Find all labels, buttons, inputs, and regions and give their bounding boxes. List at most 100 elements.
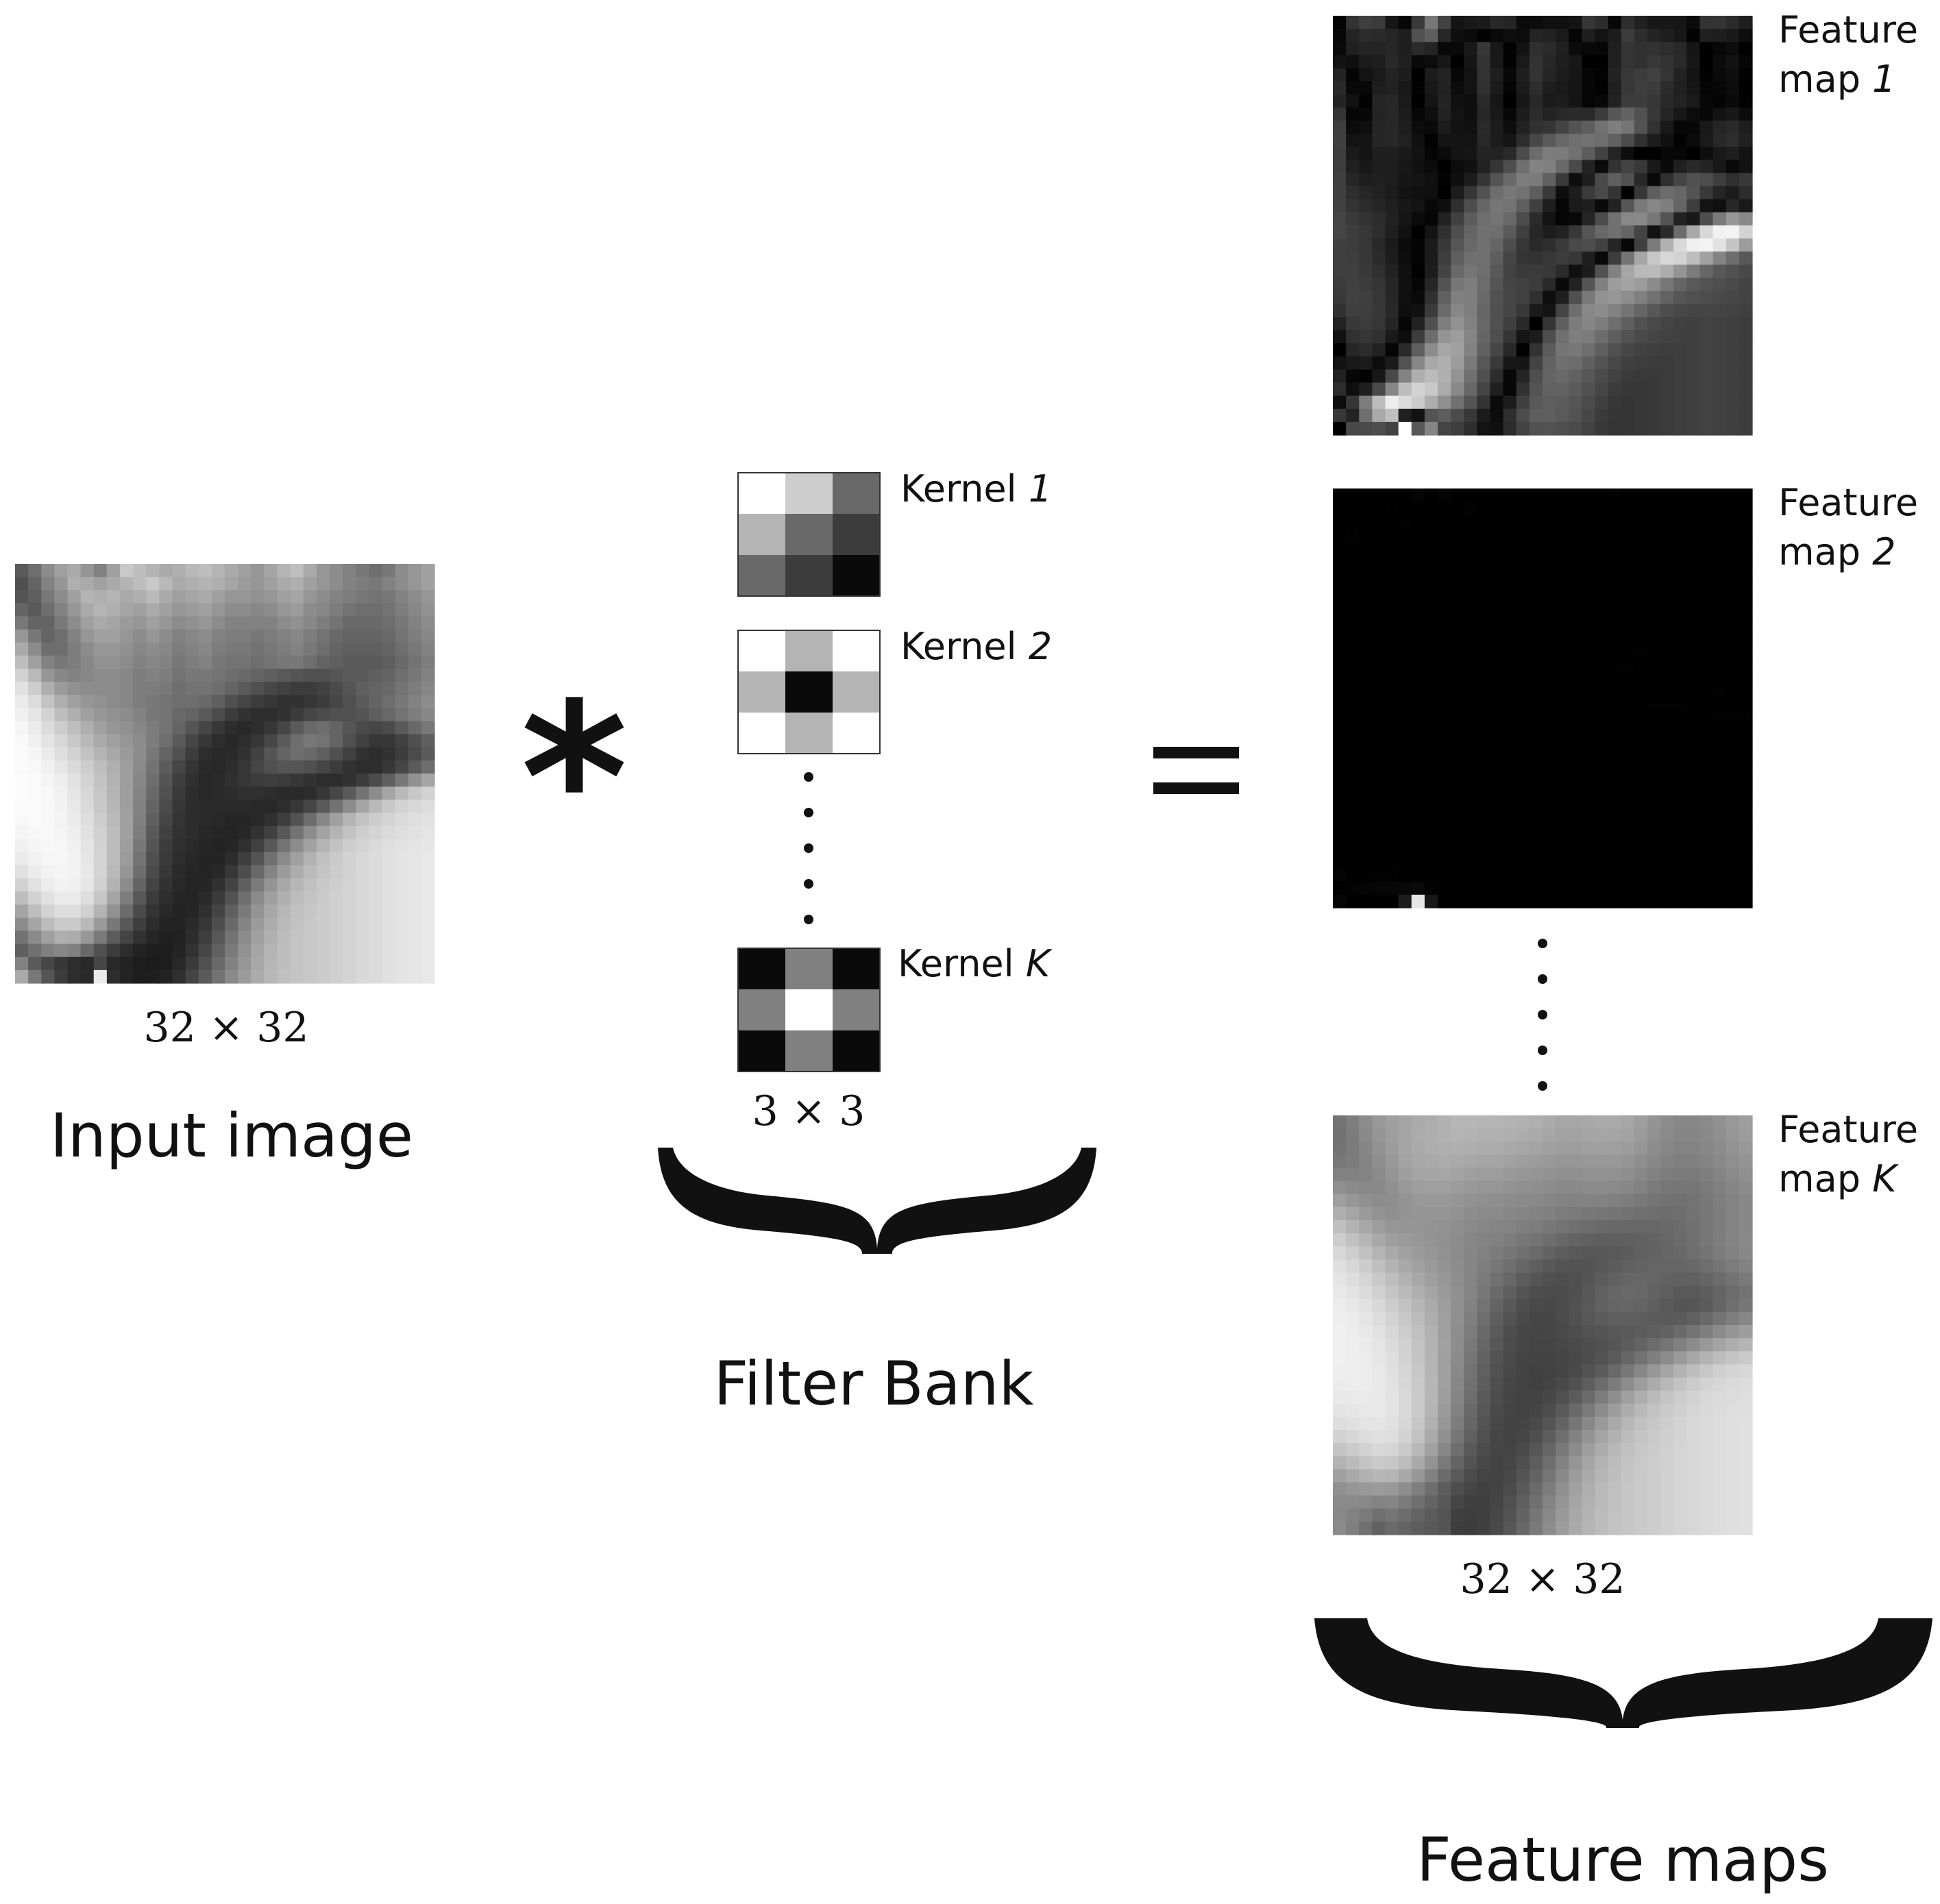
- input-pixel: [277, 852, 291, 866]
- feature-map-1-pixel: [1503, 395, 1517, 410]
- feature-map-2-pixel: [1673, 658, 1687, 673]
- input-pixel: [185, 865, 199, 879]
- feature-map-1-pixel: [1739, 395, 1753, 410]
- feature-map-1-pixel: [1385, 369, 1399, 384]
- feature-map-1-pixel: [1516, 369, 1530, 384]
- feature-map-k-pixel: [1621, 1482, 1635, 1496]
- input-pixel: [198, 603, 212, 617]
- feature-map-k-pixel: [1608, 1207, 1622, 1221]
- feature-map-k-pixel: [1346, 1298, 1360, 1313]
- feature-map-1-pixel: [1516, 16, 1530, 29]
- input-pixel: [290, 616, 304, 630]
- input-pixel: [41, 721, 55, 735]
- feature-map-2-pixel: [1385, 829, 1399, 843]
- feature-map-2-pixel: [1673, 515, 1687, 528]
- feature-map-2-pixel: [1673, 502, 1687, 515]
- feature-map-2-pixel: [1464, 606, 1477, 620]
- feature-map-1-pixel: [1516, 421, 1530, 436]
- input-pixel: [225, 969, 238, 984]
- feature-map-k-pixel: [1398, 1416, 1412, 1431]
- feature-map-k-pixel: [1385, 1259, 1399, 1274]
- feature-map-2-pixel: [1739, 619, 1753, 633]
- kernel-size-label: 3 × 3: [752, 1087, 865, 1135]
- feature-map-2-pixel: [1608, 750, 1622, 765]
- feature-map-1-pixel: [1699, 356, 1714, 370]
- feature-map-2-pixel: [1359, 580, 1373, 594]
- feature-map-1-pixel: [1699, 277, 1714, 292]
- input-pixel: [185, 655, 199, 669]
- feature-map-2-label-line1: Feature: [1778, 481, 1918, 524]
- feature-map-k-pixel: [1346, 1115, 1360, 1129]
- feature-map-2-pixel: [1543, 567, 1556, 581]
- feature-map-1-pixel: [1346, 395, 1360, 410]
- feature-map-2-pixel: [1424, 541, 1438, 555]
- input-pixel: [330, 839, 343, 853]
- feature-map-1-pixel: [1699, 160, 1714, 174]
- feature-map-2-pixel: [1673, 763, 1687, 778]
- feature-map-k-pixel: [1647, 1416, 1661, 1431]
- feature-map-1-pixel: [1477, 16, 1491, 29]
- feature-map-k-pixel: [1621, 1141, 1635, 1155]
- feature-map-2-pixel: [1333, 855, 1347, 869]
- feature-map-2-pixel: [1477, 698, 1491, 712]
- input-pixel: [185, 642, 199, 656]
- feature-map-2-pixel: [1647, 684, 1661, 699]
- feature-map-2-pixel: [1398, 541, 1412, 555]
- feature-map-k-pixel: [1346, 1390, 1360, 1405]
- feature-map-k-pixel: [1424, 1456, 1438, 1470]
- input-pixel: [421, 747, 435, 761]
- feature-map-k-pixel: [1595, 1430, 1609, 1444]
- input-pixel: [15, 839, 29, 853]
- feature-map-1-pixel: [1739, 81, 1753, 95]
- feature-map-1-pixel: [1346, 121, 1360, 134]
- input-pixel: [80, 682, 95, 695]
- feature-map-k-pixel: [1333, 1259, 1347, 1274]
- input-pixel: [185, 956, 199, 971]
- feature-map-1-pixel: [1686, 199, 1701, 213]
- input-pixel: [146, 734, 160, 748]
- feature-map-k-pixel: [1634, 1259, 1648, 1274]
- feature-map-2-pixel: [1699, 580, 1714, 594]
- feature-map-k-pixel: [1634, 1430, 1648, 1444]
- feature-map-1-pixel: [1411, 42, 1425, 55]
- input-pixel: [172, 564, 186, 578]
- input-pixel: [369, 603, 383, 617]
- feature-map-2-pixel: [1503, 619, 1517, 633]
- feature-map-2-pixel: [1608, 502, 1622, 515]
- input-pixel: [146, 708, 160, 722]
- feature-map-1-pixel: [1411, 186, 1425, 200]
- input-pixel: [395, 852, 409, 866]
- feature-map-1-pixel: [1359, 264, 1373, 279]
- feature-map-1-pixel: [1582, 107, 1596, 121]
- feature-map-k-pixel: [1569, 1298, 1582, 1313]
- feature-map-1-pixel: [1582, 330, 1596, 344]
- feature-map-2-pixel: [1451, 855, 1464, 869]
- feature-map-1-pixel: [1712, 199, 1727, 213]
- feature-map-k-pixel: [1398, 1390, 1412, 1405]
- feature-map-k-pixel: [1372, 1521, 1386, 1535]
- feature-map-k-pixel: [1529, 1390, 1543, 1405]
- input-pixel: [343, 826, 356, 840]
- feature-map-1-pixel: [1673, 212, 1687, 226]
- feature-map-1-pixel: [1372, 317, 1386, 331]
- feature-map-2-pixel: [1582, 580, 1596, 594]
- feature-map-2-pixel: [1424, 763, 1438, 778]
- feature-map-2-pixel: [1699, 842, 1714, 856]
- input-pixel: [133, 813, 147, 827]
- feature-map-k-pixel: [1464, 1115, 1477, 1129]
- input-pixel: [41, 800, 55, 813]
- feature-map-k-pixel: [1739, 1390, 1753, 1405]
- feature-map-1-pixel: [1385, 238, 1399, 252]
- input-pixel: [395, 904, 409, 918]
- feature-map-1-pixel: [1582, 16, 1596, 29]
- input-pixel: [120, 590, 134, 604]
- feature-map-2-pixel: [1477, 829, 1491, 843]
- input-pixel: [41, 747, 55, 761]
- input-pixel: [225, 655, 238, 669]
- input-pixel: [80, 655, 95, 669]
- feature-map-2-pixel: [1712, 868, 1727, 882]
- input-pixel: [225, 747, 238, 761]
- feature-map-2-pixel: [1608, 580, 1622, 594]
- feature-map-2-pixel: [1451, 868, 1464, 882]
- input-pixel: [290, 682, 304, 695]
